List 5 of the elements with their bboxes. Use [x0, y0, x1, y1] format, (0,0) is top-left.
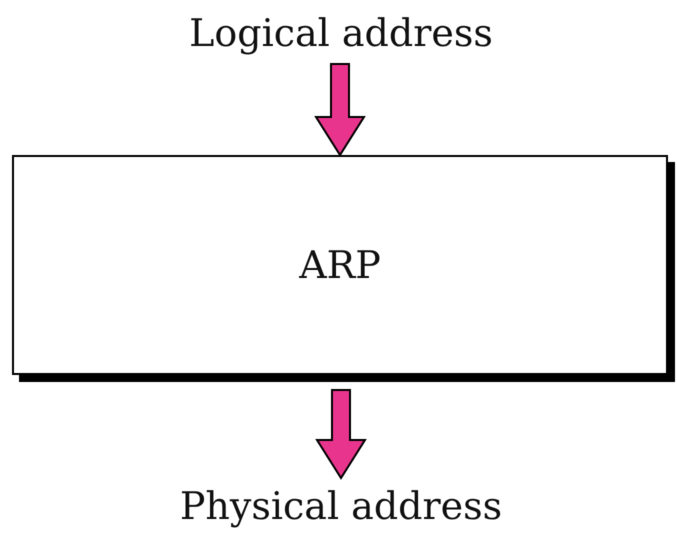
address-label: Logical address	[189, 11, 493, 55]
box-label: ARP	[299, 243, 381, 287]
block-arrow	[315, 389, 367, 480]
block-arrow	[314, 63, 366, 157]
address-label: Physical address	[180, 484, 502, 528]
